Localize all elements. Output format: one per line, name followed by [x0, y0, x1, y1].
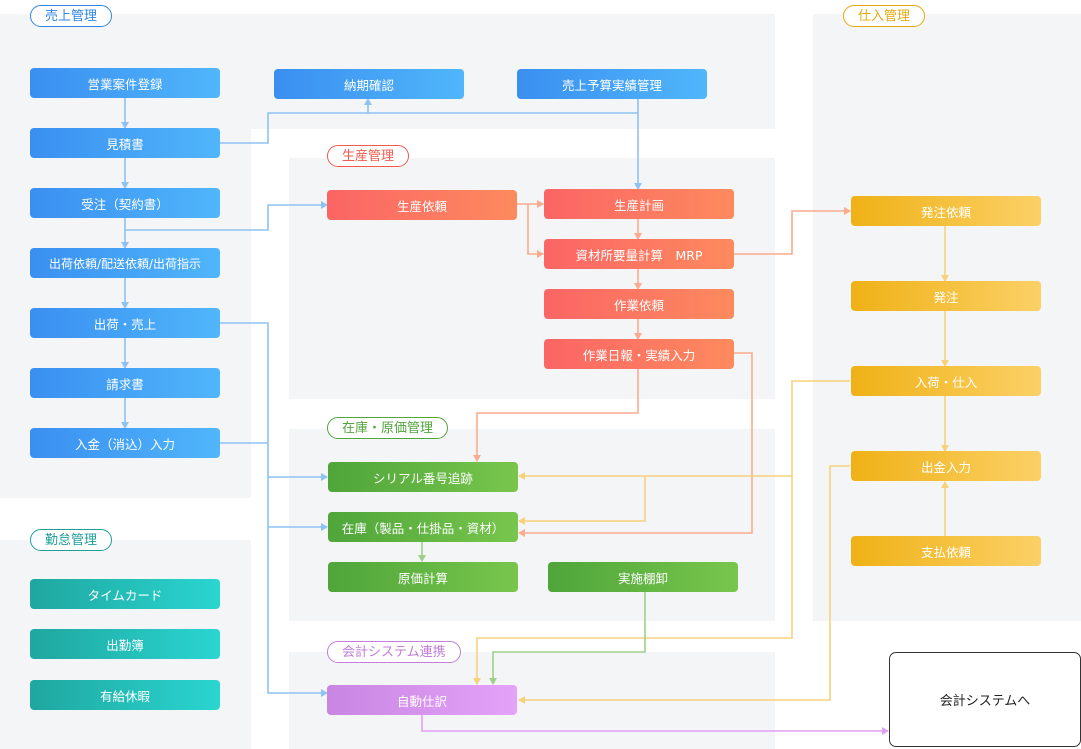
- node-stock[interactable]: 在庫（製品・仕掛品・資材）: [328, 512, 518, 542]
- node-attendance-book[interactable]: 出勤簿: [30, 629, 220, 659]
- purchasing-region: [813, 14, 1081, 621]
- node-payment-entry[interactable]: 入金（消込）入力: [30, 428, 220, 458]
- node-order[interactable]: 受注（契約書）: [30, 188, 220, 218]
- node-purchase-order[interactable]: 発注: [851, 281, 1041, 311]
- node-purchase-order-request[interactable]: 発注依頼: [851, 196, 1041, 226]
- node-daily-report[interactable]: 作業日報・実績入力: [544, 339, 734, 369]
- node-invoice[interactable]: 請求書: [30, 368, 220, 398]
- node-receipt[interactable]: 入荷・仕入: [851, 366, 1041, 396]
- section-tag-purchasing: 仕入管理: [843, 5, 926, 27]
- node-paid-leave[interactable]: 有給休暇: [30, 680, 220, 710]
- node-budget-actual[interactable]: 売上予算実績管理: [517, 69, 707, 99]
- node-production-plan[interactable]: 生産計画: [544, 189, 734, 219]
- node-stocktaking[interactable]: 実施棚卸: [548, 562, 738, 592]
- node-cost-calc[interactable]: 原価計算: [328, 562, 518, 592]
- node-to-accounting-system[interactable]: 会計システムへ: [889, 652, 1081, 747]
- section-tag-accounting: 会計システム連携: [327, 641, 461, 663]
- section-tag-production: 生産管理: [327, 145, 410, 167]
- node-mrp[interactable]: 資材所要量計算 MRP: [544, 239, 734, 269]
- node-shipping-request[interactable]: 出荷依頼/配送依頼/出荷指示: [30, 248, 220, 278]
- node-production-request[interactable]: 生産依頼: [327, 190, 517, 220]
- node-timecard[interactable]: タイムカード: [30, 579, 220, 609]
- node-delivery-confirmation[interactable]: 納期確認: [274, 69, 464, 99]
- section-tag-inventory: 在庫・原価管理: [327, 417, 449, 439]
- section-tag-attendance: 勤怠管理: [30, 529, 113, 551]
- node-estimate[interactable]: 見積書: [30, 128, 220, 158]
- node-payment-request[interactable]: 支払依頼: [851, 536, 1041, 566]
- node-serial-tracking[interactable]: シリアル番号追跡: [328, 462, 518, 492]
- node-case-registration[interactable]: 営業案件登録: [30, 68, 220, 98]
- node-work-request[interactable]: 作業依頼: [544, 289, 734, 319]
- node-payment[interactable]: 出金入力: [851, 451, 1041, 481]
- node-shipping-sales[interactable]: 出荷・売上: [30, 308, 220, 338]
- section-tag-sales: 売上管理: [30, 5, 113, 27]
- node-auto-journal[interactable]: 自動仕訳: [327, 685, 517, 715]
